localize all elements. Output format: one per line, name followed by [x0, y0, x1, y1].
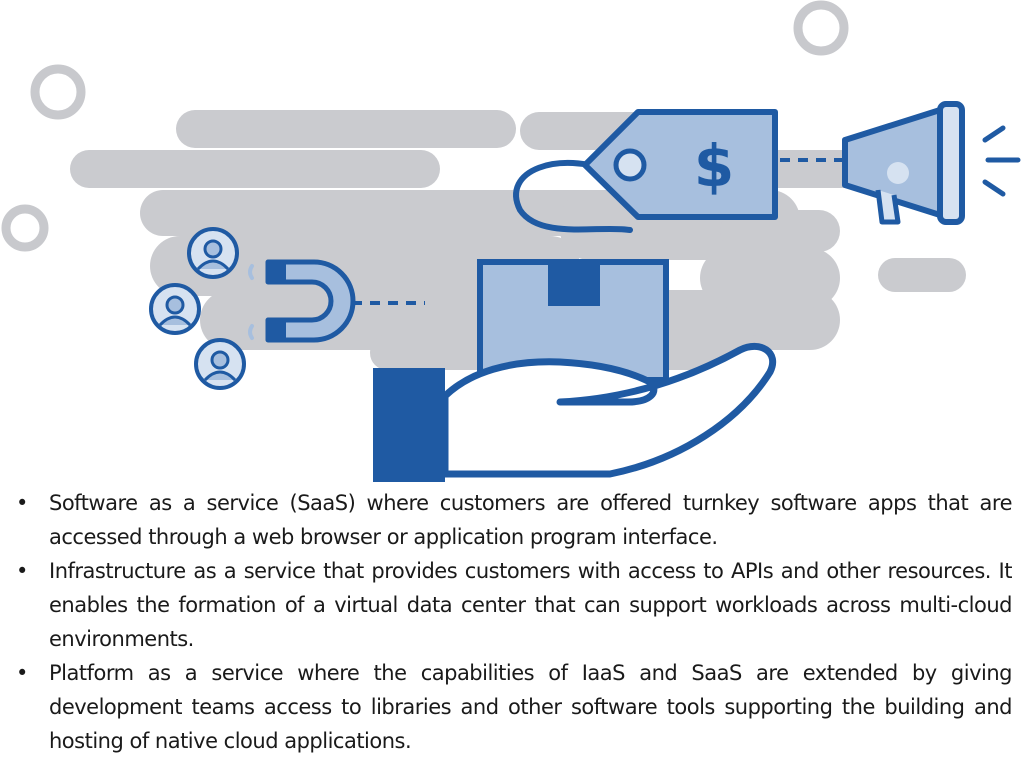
price-tag-icon: $ [582, 109, 778, 220]
bullet-text: Infrastructure as a service that provide… [49, 559, 1013, 651]
bullet-text: Platform as a service where the capabili… [49, 661, 1013, 753]
user-icon-middle [149, 283, 201, 335]
decorative-rings [1, 0, 849, 252]
magnet-icon [265, 259, 356, 343]
bullet-item-saas: • Software as a service (SaaS) where cus… [16, 486, 1013, 554]
bullet-item-paas: • Platform as a service where the capabi… [16, 656, 1013, 758]
ring-top-left [30, 64, 86, 120]
bullet-list: • Software as a service (SaaS) where cus… [0, 486, 1024, 758]
bullet-item-iaas: • Infrastructure as a service that provi… [16, 554, 1013, 656]
bullet-marker: • [16, 661, 28, 685]
background-clouds [70, 110, 966, 370]
user-icon-bottom [194, 338, 246, 390]
megaphone-icon [842, 101, 1021, 225]
hand-icon [373, 342, 777, 482]
tag-string [513, 159, 633, 233]
dollar-sign: $ [694, 132, 734, 200]
bullet-marker: • [16, 491, 28, 515]
bullet-text: Software as a service (SaaS) where custo… [49, 491, 1013, 549]
ring-top-right [793, 0, 849, 56]
cloud-services-illustration: $ [1, 0, 1021, 482]
user-icon-top [187, 227, 239, 279]
ring-left [1, 204, 49, 252]
attraction-marks [248, 264, 254, 340]
bullet-marker: • [16, 559, 28, 583]
